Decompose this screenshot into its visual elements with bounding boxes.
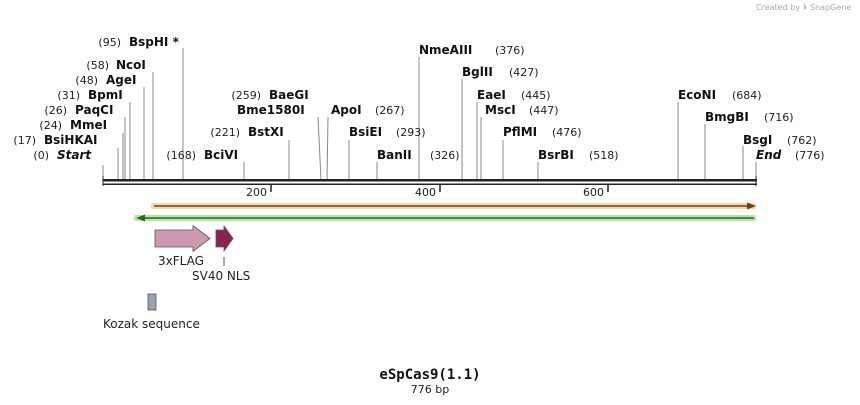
site-labels: (0) Start (17) BsiHKAI (24) MmeI (26) Pa…: [13, 35, 824, 162]
credit-text: Created by: [756, 3, 800, 12]
site-pos: (48): [75, 74, 98, 87]
snapgene-logo-icon: [804, 2, 807, 10]
site-name: BmgBI: [705, 110, 749, 124]
site-name: Bme1580I: [237, 103, 305, 117]
site-pos: (684): [732, 89, 762, 102]
tick-label: 200: [246, 186, 267, 199]
site-name: AgeI: [106, 73, 136, 87]
site-name: PflMI: [503, 125, 537, 139]
flag-feature-arrow: [154, 224, 211, 253]
site-name: MscI: [485, 103, 516, 117]
site-pos: (326): [430, 149, 460, 162]
site-pos: (376): [495, 44, 525, 57]
kozak-feature-label: Kozak sequence: [103, 317, 200, 331]
dna-backbone: [102, 176, 757, 186]
site-name: NmeAIII: [419, 43, 472, 57]
site-name: EcoNI: [678, 88, 716, 102]
site-pos: (447): [529, 104, 559, 117]
tick-label: 400: [415, 186, 436, 199]
site-name: ApoI: [331, 103, 362, 117]
site-lines: [102, 48, 757, 181]
site-pos: (26): [44, 104, 67, 117]
site-pos: (0): [33, 149, 49, 162]
site-name: BsiEI: [349, 125, 382, 139]
map-length: 776 bp: [411, 383, 449, 396]
site-pos: (168): [166, 149, 196, 162]
reverse-strand: [134, 214, 756, 222]
site-name: PaqCI: [75, 103, 113, 117]
site-pos: (776): [795, 149, 825, 162]
forward-strand: [151, 202, 756, 210]
site-pos: (518): [589, 149, 619, 162]
site-pos: (58): [86, 59, 109, 72]
site-name: EaeI: [477, 88, 506, 102]
kozak-feature-box: [147, 293, 157, 311]
site-pos: (476): [552, 126, 582, 139]
nls-feature-arrow: [215, 224, 234, 253]
site-pos: (293): [396, 126, 426, 139]
site-name: End: [756, 148, 782, 162]
site-line-baegi: [317, 116, 322, 181]
site-name: BciVI: [204, 148, 238, 162]
site-name: NcoI: [116, 58, 146, 72]
site-pos: (221): [210, 126, 240, 139]
site-pos: (267): [375, 104, 405, 117]
site-line-apoi: [326, 116, 329, 181]
site-name: BsgI: [743, 133, 772, 147]
credit-brand: SnapGene: [810, 3, 851, 12]
site-pos: (716): [764, 111, 794, 124]
map-title: eSpCas9(1.1): [379, 367, 480, 383]
site-name: BsiHKAI: [44, 133, 98, 147]
tick-label: 600: [583, 186, 604, 199]
site-pos: (427): [509, 66, 539, 79]
site-name: BanII: [377, 148, 412, 162]
site-name: BpmI: [88, 88, 123, 102]
nls-feature-label: SV40 NLS: [192, 269, 250, 283]
site-pos: (95): [98, 36, 121, 49]
site-name: BsrBI: [538, 148, 574, 162]
site-name: BglII: [462, 65, 493, 79]
scale-ticks: 200 400 600: [246, 185, 609, 199]
site-pos: (259): [231, 89, 261, 102]
site-name: Start: [57, 148, 92, 162]
site-pos: (762): [787, 134, 817, 147]
flag-feature-label: 3xFLAG: [158, 254, 204, 268]
site-pos: (24): [39, 119, 62, 132]
site-name: BspHI *: [129, 35, 180, 49]
site-pos: (31): [57, 89, 80, 102]
site-pos: (17): [13, 134, 36, 147]
site-pos: (445): [521, 89, 551, 102]
site-name: BaeGI: [269, 88, 309, 102]
site-name: MmeI: [70, 118, 107, 132]
site-name: BstXI: [248, 125, 284, 139]
